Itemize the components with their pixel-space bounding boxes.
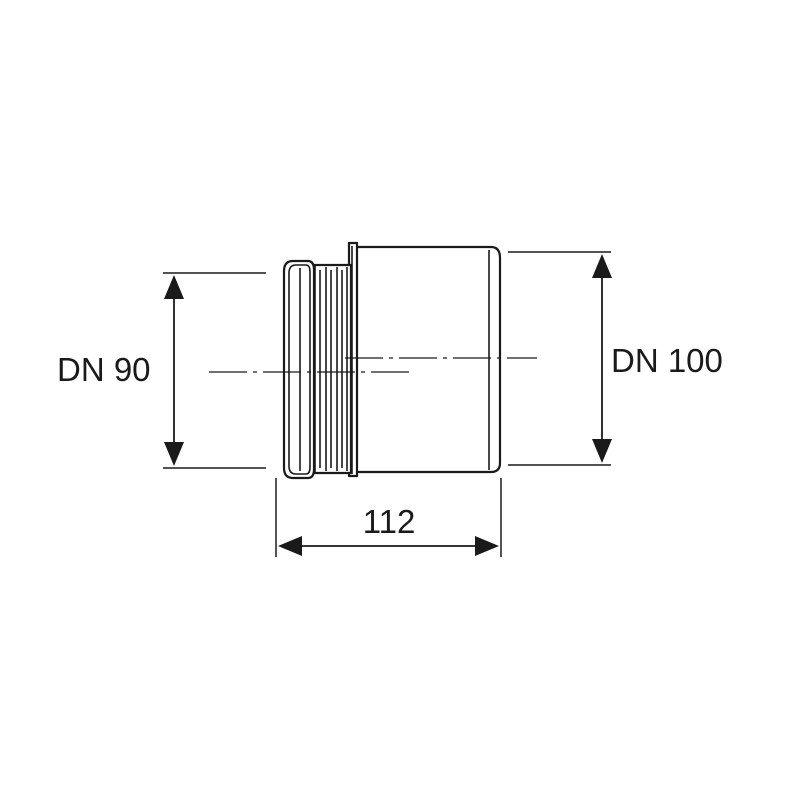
arrowhead-up (164, 275, 184, 299)
rib-lines (314, 266, 348, 472)
arrowhead-up (592, 254, 612, 278)
seal-ring-inner (288, 264, 311, 475)
arrowhead-right (475, 536, 499, 556)
pipe-adapter-part (209, 241, 537, 480)
dimension-dn100: DN 100 (508, 251, 723, 466)
dimension-length: 112 (275, 478, 502, 557)
arrowhead-down (592, 439, 612, 463)
arrowhead-down (164, 442, 184, 466)
label-dn100: DN 100 (611, 342, 723, 379)
label-dn90: DN 90 (57, 351, 151, 388)
arrowhead-left (278, 536, 302, 556)
socket-body (354, 245, 502, 474)
ribbed-section (307, 263, 353, 475)
dimension-dn90: DN 90 (57, 272, 266, 469)
label-length: 112 (363, 503, 416, 540)
seal-ring (282, 259, 316, 480)
